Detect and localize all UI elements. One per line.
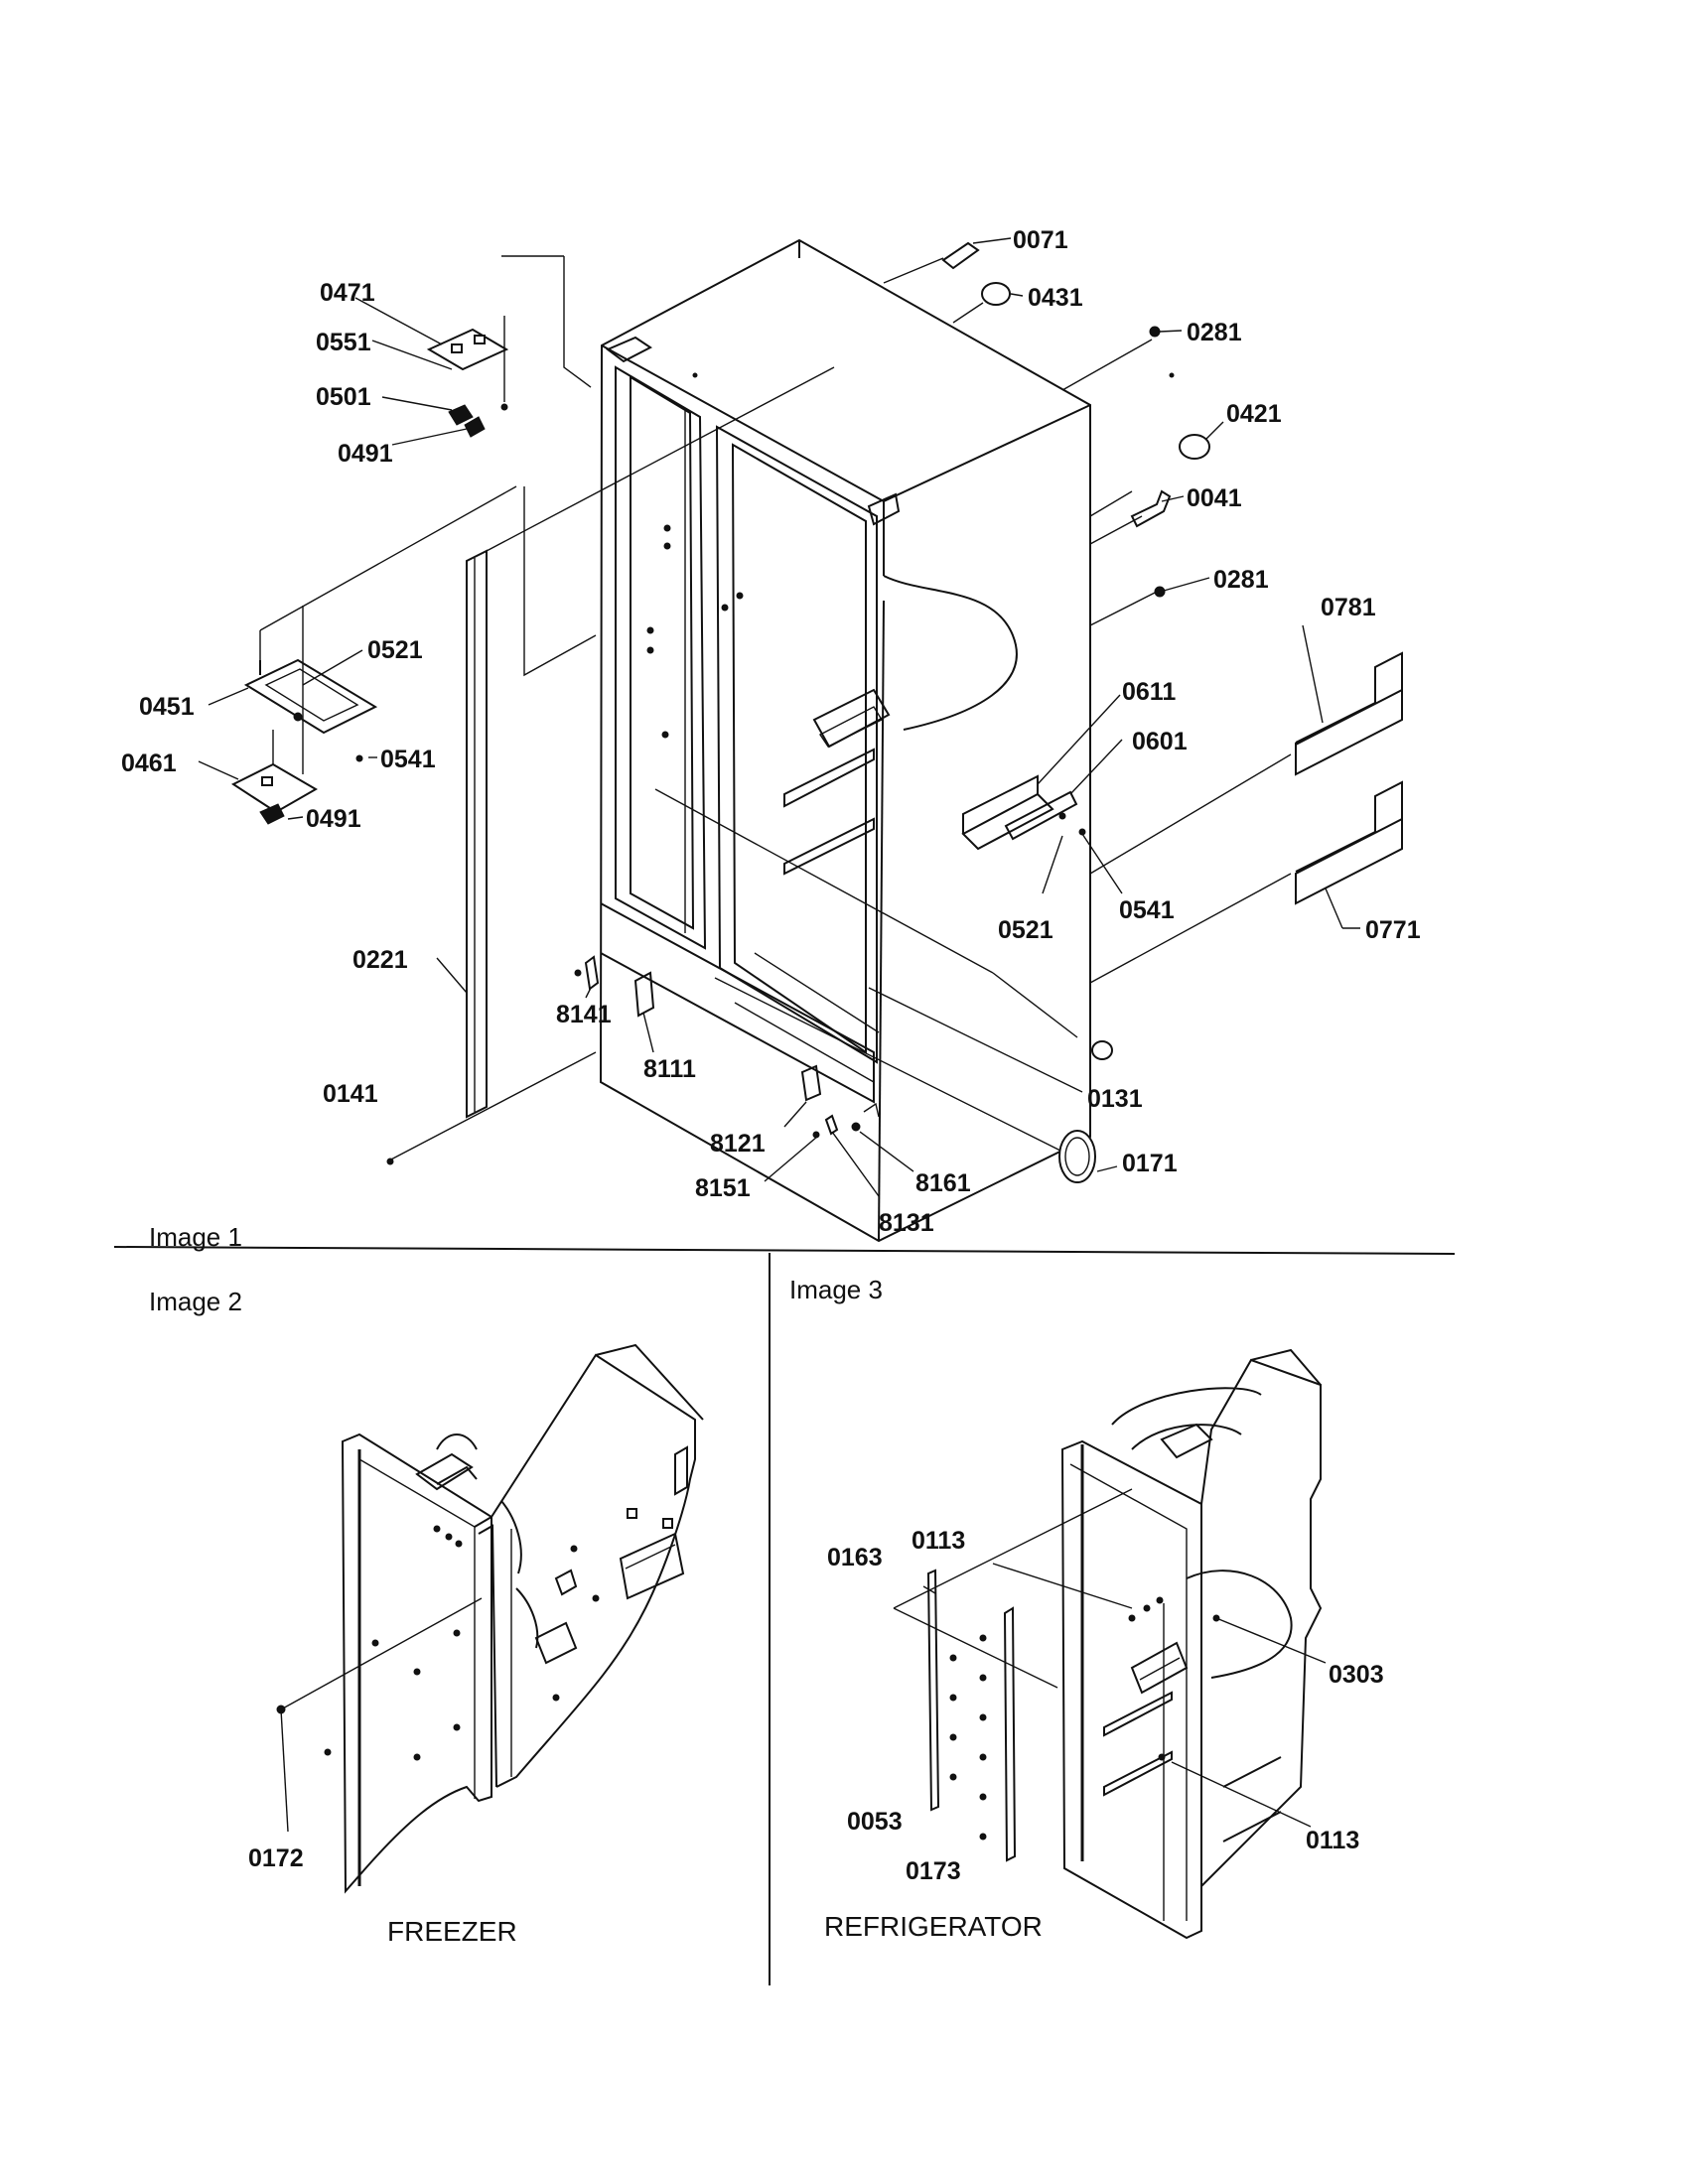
part-labels: 0071 0431 0281 0421 0041 0281 0781 0611 … <box>121 226 1421 1885</box>
part-label: 0521 <box>367 636 423 664</box>
part-label: 0451 <box>139 693 195 721</box>
part-label: 0113 <box>1306 1827 1359 1854</box>
part-label: 0053 <box>847 1808 903 1836</box>
part-label: 0173 <box>906 1857 961 1885</box>
part-label: 0421 <box>1226 400 1282 428</box>
part-label: 0303 <box>1329 1661 1384 1689</box>
freezer-detail <box>276 1343 704 1894</box>
upper-hinge-assembly <box>426 316 509 438</box>
panel-label-image1: Image 1 <box>149 1222 242 1252</box>
part-label: 8141 <box>556 1001 612 1028</box>
panel-label-image3: Image 3 <box>789 1275 883 1304</box>
main-cabinet <box>599 238 1292 1243</box>
caption-refrigerator: REFRIGERATOR <box>824 1911 1043 1942</box>
label-leaders <box>198 237 1360 1197</box>
part-label: 0471 <box>320 279 375 307</box>
part-label: 0611 <box>1122 678 1176 706</box>
middle-hinge-assembly <box>230 658 378 825</box>
panel-dividers <box>113 1246 1456 1985</box>
part-label: 0172 <box>248 1844 304 1872</box>
part-label: 0163 <box>827 1544 883 1571</box>
caption-freezer: FREEZER <box>387 1916 517 1947</box>
part-label: 0541 <box>380 746 436 773</box>
part-label: 0113 <box>912 1527 965 1555</box>
part-label: 0221 <box>352 946 408 974</box>
part-label: 0541 <box>1119 896 1175 924</box>
part-label: 0071 <box>1013 226 1068 254</box>
part-label: 0281 <box>1213 566 1269 594</box>
part-label: 0041 <box>1187 484 1242 512</box>
part-label: 0431 <box>1028 284 1083 312</box>
part-label: 0551 <box>316 329 371 356</box>
part-label: 0491 <box>306 805 361 833</box>
part-label: 0601 <box>1132 728 1188 755</box>
part-label: 0171 <box>1122 1150 1178 1177</box>
right-side-parts <box>941 241 1403 1183</box>
door-gasket-panel <box>259 255 835 1162</box>
part-label: 0131 <box>1087 1085 1143 1113</box>
part-label: 0501 <box>316 383 371 411</box>
panel-label-image2: Image 2 <box>149 1287 242 1316</box>
part-label: 8121 <box>710 1130 766 1158</box>
part-label: 0461 <box>121 750 177 777</box>
part-label: 0521 <box>998 916 1053 944</box>
part-label: 0281 <box>1187 319 1242 346</box>
part-label: 0141 <box>323 1080 378 1108</box>
part-label: 8151 <box>695 1174 751 1202</box>
part-label: 8111 <box>643 1055 696 1083</box>
part-label: 8131 <box>879 1209 934 1237</box>
part-label: 0781 <box>1321 594 1376 621</box>
bottom-brackets <box>386 955 880 1165</box>
refrigerator-detail <box>893 1348 1327 1940</box>
part-label: 0771 <box>1365 916 1421 944</box>
part-label: 8161 <box>915 1169 971 1197</box>
part-label: 0491 <box>338 440 393 468</box>
